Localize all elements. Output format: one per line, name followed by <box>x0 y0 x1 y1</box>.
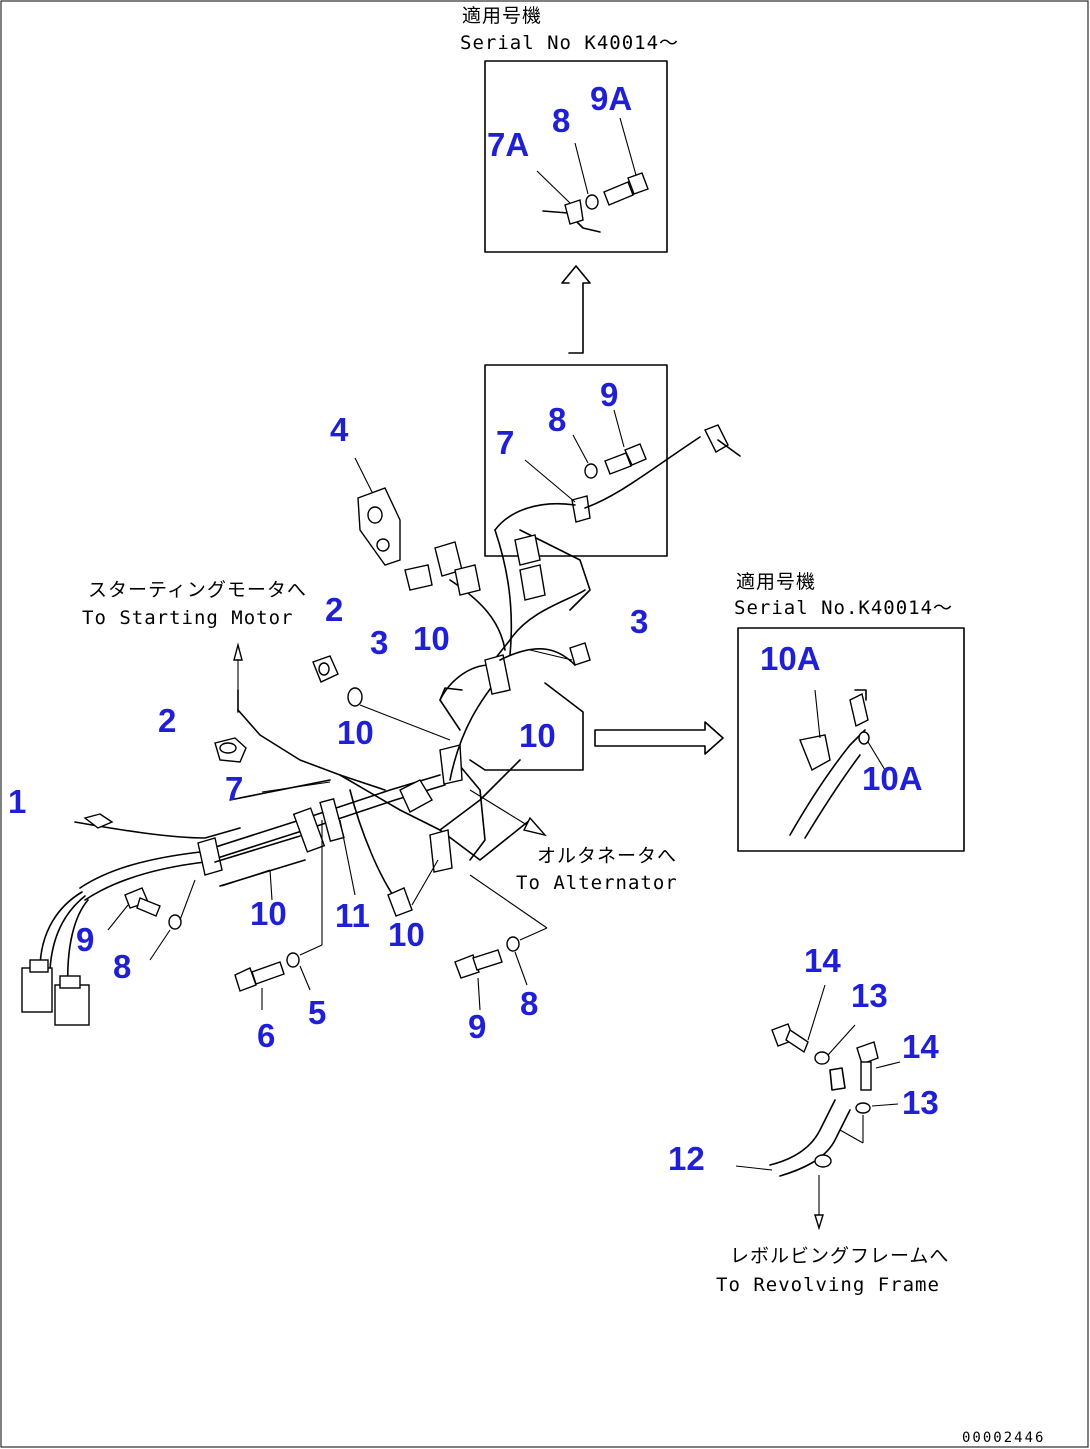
document-number: 00002446 <box>962 1430 1045 1446</box>
callout-8-left: 8 <box>113 948 131 985</box>
callout-7-main: 7 <box>225 770 243 807</box>
callout-2-left: 2 <box>158 702 176 739</box>
note-starting-en: To Starting Motor <box>82 607 293 629</box>
callout-10-right: 10 <box>519 717 556 754</box>
note-frame-en: To Revolving Frame <box>716 1274 940 1296</box>
notes: 適用号機 Serial No K40014～ 適用号機 Serial No.K4… <box>82 5 1045 1446</box>
callout-1: 1 <box>8 783 26 820</box>
harness-main <box>21 457 591 1026</box>
callout-8-detail-top: 8 <box>552 102 570 139</box>
note-right-jp: 適用号機 <box>736 571 816 593</box>
callout-3-right: 3 <box>630 603 648 640</box>
callout-9-detail: 9 <box>600 376 618 413</box>
callout-4: 4 <box>330 411 349 448</box>
callout-11: 11 <box>335 897 370 934</box>
callout-10A-top: 10A <box>760 640 821 677</box>
callout-12: 12 <box>668 1140 705 1177</box>
note-alternator-jp: オルタネータへ <box>537 845 677 867</box>
callout-14-lower: 14 <box>902 1028 939 1065</box>
callout-10-bottom-right: 10 <box>388 916 425 953</box>
note-right-en: Serial No.K40014～ <box>734 597 953 619</box>
detail-box-lower <box>469 682 724 771</box>
hardware <box>107 655 548 1011</box>
callout-10-bottom-left: 10 <box>250 895 287 932</box>
arrow-up <box>561 265 591 354</box>
callouts: 1 2 2 3 3 4 5 6 7 7 7A 8 8 8 8 9 9 9 9A … <box>8 80 939 1177</box>
callout-7-detail: 7 <box>496 424 514 461</box>
callout-8-detail-mid: 8 <box>548 401 566 438</box>
callout-9A: 9A <box>590 80 632 117</box>
callout-3-left: 3 <box>370 624 388 661</box>
detail-box-top <box>484 60 668 253</box>
note-alternator-en: To Alternator <box>516 872 678 894</box>
detail-box-middle <box>484 364 741 557</box>
callout-5: 5 <box>308 994 326 1031</box>
callout-9-left: 9 <box>76 921 94 958</box>
callout-7A: 7A <box>487 126 529 163</box>
callout-2-top: 2 <box>325 591 343 628</box>
callout-6: 6 <box>257 1017 275 1054</box>
note-starting-jp: スターティングモータへ <box>88 579 307 601</box>
note-top-jp: 適用号機 <box>462 5 542 27</box>
callout-14-upper: 14 <box>804 942 841 979</box>
callout-10-top: 10 <box>413 620 450 657</box>
note-top-en: Serial No K40014～ <box>460 32 679 54</box>
note-frame-jp: レボルビングフレームへ <box>730 1245 949 1267</box>
callout-10A-bottom: 10A <box>862 760 923 797</box>
callout-13-lower: 13 <box>902 1084 939 1121</box>
callout-10-center: 10 <box>337 714 374 751</box>
detail-box-right <box>737 627 965 852</box>
callout-13-upper: 13 <box>851 977 888 1014</box>
callout-9-right: 9 <box>468 1008 486 1045</box>
callout-8-right: 8 <box>520 985 538 1022</box>
ground-strap <box>735 984 901 1231</box>
